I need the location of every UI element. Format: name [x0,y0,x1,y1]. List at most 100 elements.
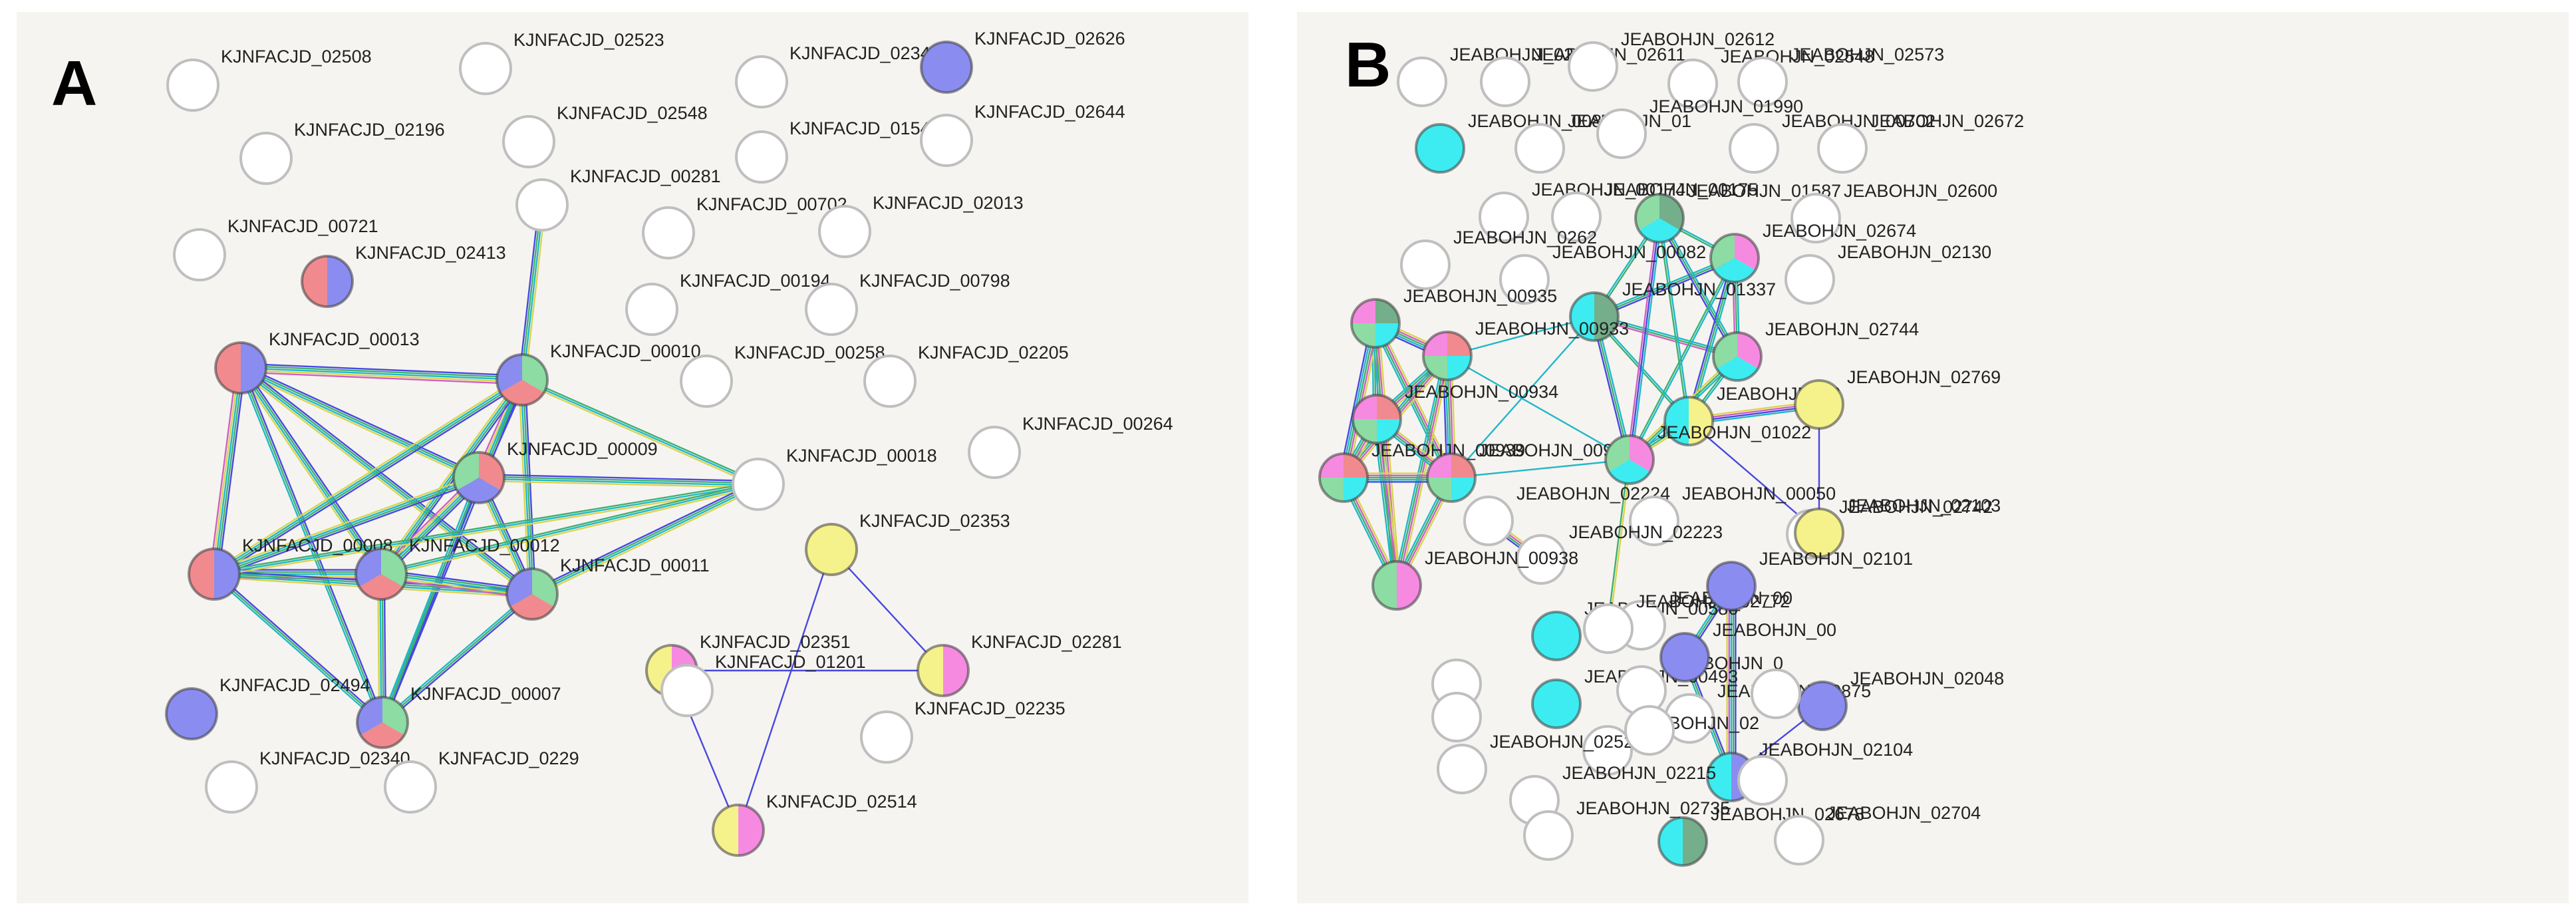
node-jeabohjn-00886[interactable]: JEABOHJN_00886 [1415,111,1622,174]
node-kjnfacjd-00702[interactable]: KJNFACJD_00702 [642,194,847,259]
node-outline [1797,681,1848,731]
node-kjnfacjd-00264[interactable]: KJNFACJD_00264 [968,414,1173,479]
node-outline [920,41,973,94]
edge-strand [1660,216,1740,357]
node-outline [1426,452,1477,503]
node-fill [1665,694,1713,742]
node-sector [1570,293,1594,341]
node-jeabohjn-02104[interactable]: JEABOHJN_02104 [1706,740,1913,802]
node-kjnfacjd-02196[interactable]: KJNFACJD_02196 [239,120,445,185]
node-kjnfacjd-00011[interactable]: KJNFACJD_00011 [505,555,710,621]
edge-strand [1628,257,1735,460]
node-kjnfacjd-00012[interactable]: KJNFACJD_00012 [355,536,560,601]
node-kjnfacjd-02626[interactable]: KJNFACJD_02626 [920,29,1125,94]
node-kjnfacjd-02235[interactable]: KJNFACJD_02235 [860,698,1066,764]
node-kjnfacjd-00013[interactable]: KJNFACJD_00013 [214,329,420,394]
node-kjnfacjd-02644[interactable]: KJNFACJD_02644 [920,102,1125,167]
node-jeabohjn-02522[interactable]: JEABOHJN_02522 [1437,732,1644,794]
node-jeabohjn-00934[interactable]: JEABOHJN_00934 [1352,382,1558,444]
node-fill [1552,193,1600,241]
node-kjnfacjd-02508[interactable]: KJNFACJD_02508 [166,47,372,112]
node-jeabohjn-02130[interactable]: JEABOHJN_02130 [1785,242,1991,305]
node-kjnfacjd-00007[interactable]: KJNFACJD_00007 [356,684,561,749]
node-kjnfacjd-01544[interactable]: KJNFACJD_01544 [735,118,940,184]
edge-strand [1659,218,1691,421]
node-jeabohjn-00702[interactable]: JEABOHJN_00702 [1729,111,1935,174]
node-jeabohjn-00938[interactable]: JEABOHJN_00938 [1371,548,1578,611]
node-fill [1401,241,1449,289]
node-kjnfacjd-00798[interactable]: KJNFACJD_00798 [805,271,1010,336]
node-jeabohjn-02223[interactable]: JEABOHJN_02223 [1516,522,1723,585]
node-kjnfacjd-00194[interactable]: KJNFACJD_00194 [625,271,831,336]
node-label: KJNFACJD_02205 [918,343,1069,363]
node-kjnfacjd-02548[interactable]: KJNFACJD_02548 [502,103,708,168]
node-jeabohjn-02672[interactable]: JEABOHJN_02672 [1817,111,2024,174]
node-jeabohjn-00935[interactable]: JEABOHJN_00935 [1350,286,1557,349]
node-fill [1465,497,1512,545]
node-kjnfacjd-0229[interactable]: KJNFACJD_0229 [384,748,579,814]
node-kjnfacjd-01201[interactable]: KJNFACJD_01201 [660,652,866,717]
node-jeabohjn-02103[interactable]: JEABOHJN_02103 [1794,496,2001,558]
node-jeabohjn-02772[interactable]: JEABOHJN_02772 [1583,591,1790,654]
node-unlabeled[interactable] [1737,755,1788,806]
node-jeabohjn-02674[interactable]: JEABOHJN_02674 [1709,221,1916,283]
node-jeabohjn-02573[interactable]: JEABOHJN_02573 [1737,45,1944,107]
node-fill [1792,194,1840,242]
node-kjnfacjd-02413[interactable]: KJNFACJD_02413 [301,243,506,308]
node-outline [1352,394,1402,444]
node-unlabeled[interactable] [1624,705,1675,756]
node-outline [805,523,858,576]
node-outline [1737,57,1788,107]
node-kjnfacjd-00010[interactable]: KJNFACJD_00010 [496,341,701,406]
node-jeabohjn-02704[interactable]: JEABOHJN_02704 [1774,803,1981,865]
node-jeabohjn-01990[interactable]: JEABOHJN_01990 [1596,96,1803,159]
node-jeabohjn-02224[interactable]: JEABOHJN_02224 [1463,484,1670,546]
node-kjnfacjd-02340[interactable]: KJNFACJD_02340 [205,748,410,814]
node-jeabohjn-00[interactable]: JEABOHJN_00 [1659,620,1836,683]
node-jeabohjn-02600[interactable]: JEABOHJN_02600 [1790,181,1997,243]
node-kjnfacjd-02494[interactable]: KJNFACJD_02494 [165,675,370,740]
node-outline [356,696,409,749]
node-kjnfacjd-02281[interactable]: KJNFACJD_02281 [917,632,1122,697]
node-kjnfacjd-02347[interactable]: KJNFACJD_02347 [735,43,940,108]
node-kjnfacjd-00721[interactable]: KJNFACJD_00721 [173,216,378,281]
node-fill [1481,58,1529,106]
edge-strand [1451,458,1630,479]
node-jeabohjn-02735[interactable]: JEABOHJN_02735 [1523,798,1730,861]
node-jeabohjn-02101[interactable]: JEABOHJN_02101 [1706,549,1913,611]
node-sector [918,645,943,696]
node-kjnfacjd-02013[interactable]: KJNFACJD_02013 [818,193,1024,258]
node-jeabohjn-01337[interactable]: JEABOHJN_01337 [1569,279,1776,342]
node-kjnfacjd-02514[interactable]: KJNFACJD_02514 [712,792,917,857]
node-jeabohjn-00050[interactable]: JEABOHJN_00050 [1629,484,1836,546]
node-jeabohjn-00082[interactable]: JEABOHJN_00082 [1499,242,1706,305]
node-jeabohjn-01022[interactable]: JEABOHJN_01022 [1604,422,1811,485]
edge-strand [1393,355,1445,585]
node-kjnfacjd-02205[interactable]: KJNFACJD_02205 [863,343,1069,408]
node-kjnfacjd-02523[interactable]: KJNFACJD_02523 [459,30,664,95]
node-kjnfacjd-00008[interactable]: KJNFACJD_00008 [188,536,393,601]
edge-strand [1377,321,1455,477]
node-kjnfacjd-00009[interactable]: KJNFACJD_00009 [452,439,658,504]
node-jeabohjn-02612[interactable]: JEABOHJN_02612 [1568,29,1775,92]
node-sector [1683,818,1707,865]
node-jeabohjn-00933[interactable]: JEABOHJN_00933 [1422,319,1629,381]
node-outline [1634,193,1685,243]
node-jeabohjn-0262[interactable]: JEABOHJN_0262 [1400,228,1597,290]
node-outline [496,353,549,406]
node-kjnfacjd-02353[interactable]: KJNFACJD_02353 [805,511,1010,576]
node-jeabohjn-00939[interactable]: JEABOHJN_00939 [1318,440,1525,503]
node-kjnfacjd-00018[interactable]: KJNFACJD_00018 [732,446,937,511]
node-jeabohjn-00175[interactable]: JEABOHJN_00175 [1551,180,1758,242]
node-jeabohjn-02769[interactable]: JEABOHJN_02769 [1794,367,2001,430]
edge-strand [1687,257,1736,422]
node-unlabeled[interactable] [1751,669,1801,719]
node-jeabohjn-02744[interactable]: JEABOHJN_02744 [1712,319,1919,382]
node-kjnfacjd-00281[interactable]: KJNFACJD_00281 [515,166,721,231]
node-jeabohjn-02048[interactable]: JEABOHJN_02048 [1797,669,2004,731]
node-jeabohjn-02548[interactable]: JEABOHJN_02548 [1667,47,1874,109]
node-unlabeled[interactable] [1431,692,1482,742]
node-outline [735,55,788,108]
edge [518,379,536,595]
node-kjnfacjd-00258[interactable]: KJNFACJD_00258 [680,343,885,408]
